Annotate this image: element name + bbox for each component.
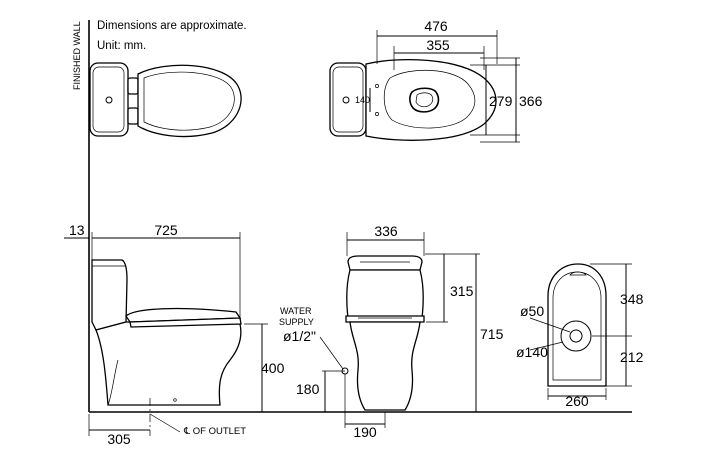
outlet-label: ℄ OF OUTLET: [183, 426, 246, 437]
dim-base-lower: 212: [620, 349, 644, 365]
dim-side-length: 725: [154, 222, 178, 238]
water-supply-label-1: WATER: [280, 306, 312, 316]
dim-top-depth-inner: 279: [489, 93, 513, 109]
dim-top-holes: 140: [355, 95, 370, 105]
water-supply-label-2: SUPPLY: [279, 317, 314, 327]
dim-front-tank: 315: [450, 283, 474, 299]
dim-front-width: 336: [374, 223, 398, 239]
dim-top-width: 476: [424, 18, 448, 34]
finished-wall-label: FINISHED WALL: [72, 21, 82, 90]
dim-side-offset: 13: [69, 222, 85, 238]
front-view-toilet: [345, 255, 425, 411]
dim-supply-offset: 190: [353, 424, 377, 440]
note-unit: Unit: mm.: [97, 40, 146, 52]
plan-view-seat-removed: [329, 58, 497, 141]
dim-supply-height: 180: [296, 381, 320, 397]
dim-base-upper: 348: [620, 291, 644, 307]
note-approximate: Dimensions are approximate.: [97, 20, 247, 32]
water-supply-size: ø1/2": [283, 328, 316, 344]
dim-side-outlet: 305: [107, 431, 131, 447]
dim-top-depth: 366: [519, 93, 543, 109]
dim-top-inner-width: 355: [426, 37, 450, 53]
dim-base-dia-large: ø140: [516, 344, 548, 360]
dim-base-dia-small: ø50: [520, 303, 544, 319]
plan-view-toilet: [89, 62, 242, 138]
base-view-footprint: [547, 263, 607, 387]
side-view-toilet: [91, 259, 242, 406]
dim-base-width: 260: [565, 393, 589, 409]
dim-side-height: 400: [261, 360, 285, 376]
dim-front-height: 715: [480, 326, 504, 342]
